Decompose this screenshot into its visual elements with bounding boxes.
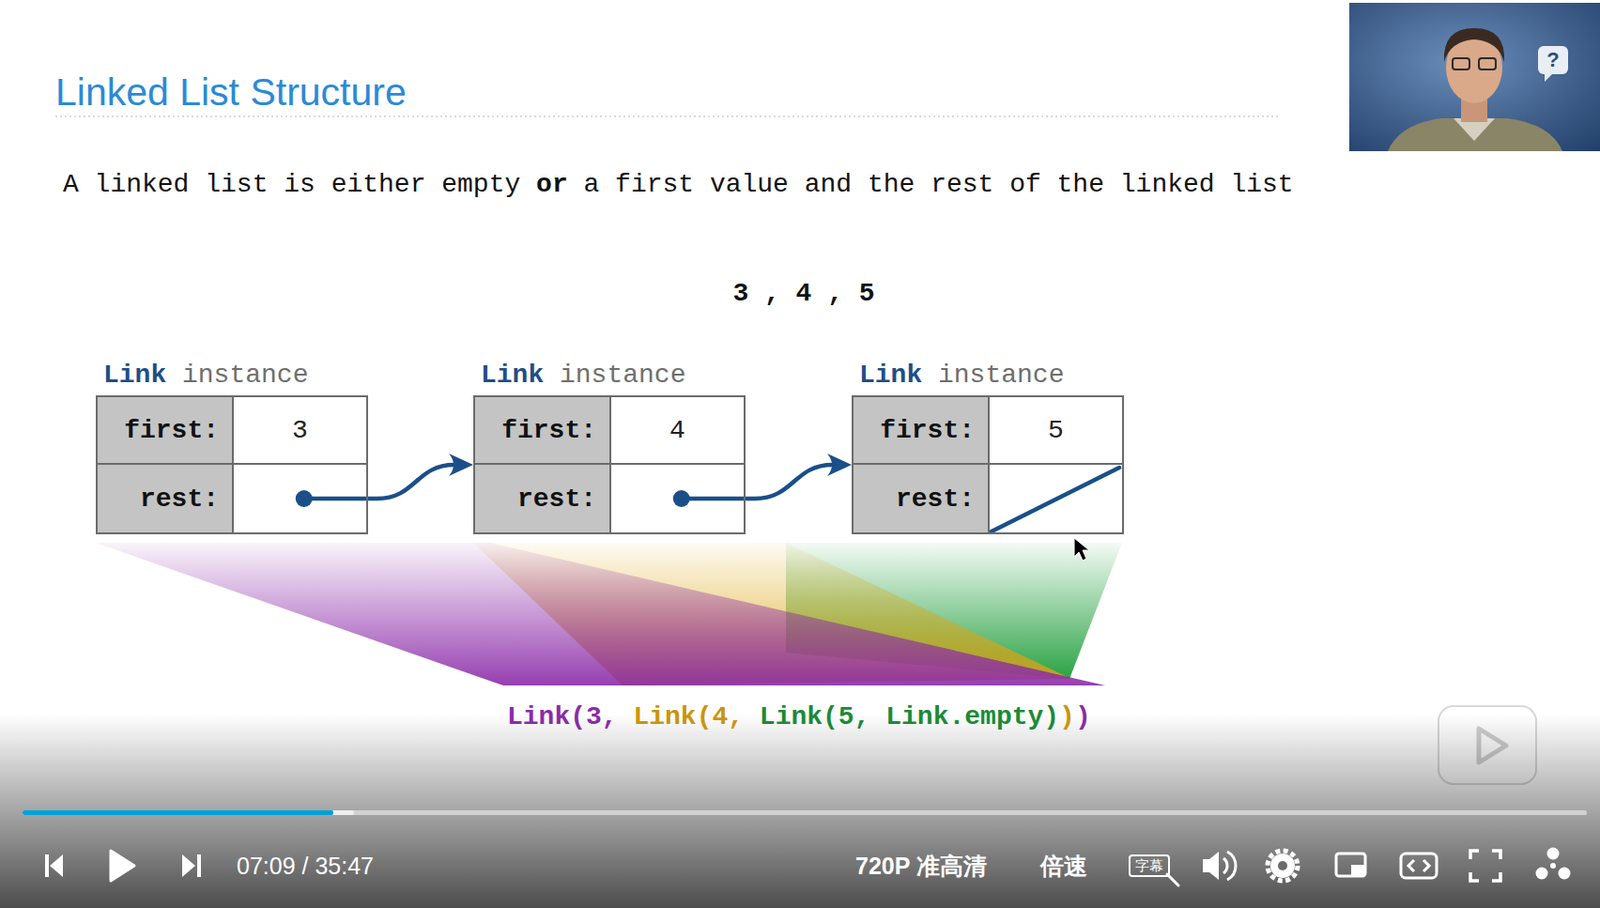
widescreen-icon: [1423, 860, 1430, 872]
prev-icon: [49, 854, 63, 877]
mouse-cursor: [1074, 538, 1090, 561]
prev-icon: [45, 854, 49, 877]
badge-antenna: [1507, 692, 1520, 707]
code-expression: Link(3,: [507, 702, 618, 732]
link-instance: Link instance first:3rest:: [95, 359, 369, 535]
fullscreen-icon: [1470, 850, 1501, 881]
volume-icon: [1202, 851, 1219, 880]
playback-time: 07:09 / 35:47: [236, 851, 374, 880]
progress-track: [22, 810, 1587, 816]
instance-word: instance: [182, 360, 308, 390]
instance-heading: Link instance: [473, 359, 746, 396]
definition-line: A linked list is either empty or a first v…: [62, 169, 1294, 201]
quality-setting: 720P 准高清: [855, 851, 987, 880]
field-name: first:: [475, 397, 612, 465]
help-mark: ?: [1546, 47, 1559, 73]
pointer-line: [304, 464, 455, 499]
code-expression: Link(5, Link.empty: [759, 702, 1044, 732]
arrow-head: [827, 453, 852, 477]
extra-icon: [1536, 867, 1549, 880]
pointer-dot: [673, 490, 691, 508]
instance-heading: Link instance: [851, 359, 1124, 396]
pointer-dot: [295, 490, 313, 508]
webcam-background: [1349, 2, 1600, 152]
definition-keyword: or: [536, 169, 569, 200]
field-name: rest:: [853, 464, 990, 533]
slide-title: Linked List Structure: [55, 69, 407, 116]
presenter-hair: [1444, 28, 1505, 62]
field-name: first:: [853, 397, 990, 465]
code-line: Link(3, Link(4, Link(5, Link.empty))): [507, 701, 1092, 734]
link-box: first:3rest:: [95, 395, 369, 535]
rest-cell: [611, 464, 744, 533]
settings-icon: [1270, 853, 1295, 878]
code-paren: ): [1075, 702, 1092, 732]
play-icon: [110, 850, 135, 881]
definition-text: A linked list is either empty: [62, 169, 521, 200]
field-value: 4: [611, 397, 744, 465]
code-paren: ): [1043, 702, 1060, 732]
class-name: Link: [859, 360, 923, 390]
field-value: 3: [233, 397, 367, 465]
badge-antenna: [1455, 692, 1467, 707]
rest-cell: [233, 464, 367, 533]
settings-icon: [1267, 850, 1298, 881]
volume-wave: [1227, 851, 1236, 880]
progress-played: [22, 810, 334, 816]
player-shade: [0, 713, 1600, 908]
volume-wave: [1223, 858, 1228, 874]
pip-icon: [1336, 853, 1366, 877]
field-name: first:: [97, 397, 234, 465]
speed-setting: 倍速: [1040, 851, 1088, 880]
code-expression: Link(4,: [632, 702, 744, 732]
extra-icon: [1558, 867, 1571, 880]
instance-heading: Link instance: [95, 359, 369, 396]
link-box: first:5rest:: [851, 395, 1124, 535]
next-icon: [197, 854, 201, 877]
class-name: Link: [480, 360, 544, 390]
presenter-glasses: [1478, 58, 1496, 70]
presenter-shirt: [1387, 118, 1563, 152]
instance-word: instance: [559, 360, 686, 390]
rest-cell: [989, 464, 1123, 533]
settings-icon: [1277, 861, 1288, 871]
subtitle-toggle: 字幕: [1128, 854, 1170, 877]
pip-icon: [1351, 864, 1366, 877]
widescreen-icon: [1400, 853, 1437, 878]
presenter-glasses: [1452, 58, 1470, 70]
field-name: rest:: [97, 464, 234, 533]
purple-wedge: [95, 542, 1106, 686]
code-paren: ): [1059, 702, 1076, 732]
instance-word: instance: [938, 360, 1064, 390]
empty-rest-slash: [991, 467, 1120, 532]
extra-icon: [1550, 862, 1556, 869]
class-name: Link: [103, 360, 167, 390]
sequence-values: 3 , 4 , 5: [732, 277, 875, 310]
link-instance: Link instance first:5rest:: [851, 359, 1124, 535]
field-value: 5: [989, 397, 1123, 465]
field-name: rest:: [475, 464, 612, 533]
widescreen-icon: [1408, 860, 1415, 872]
title-rule: [55, 115, 1281, 118]
extra-icon: [1547, 847, 1560, 861]
link-box: first:4rest:: [473, 395, 746, 535]
help-bubble-tail: [1544, 73, 1554, 82]
progress-buffer: [22, 810, 354, 816]
definition-text: a first value and the rest of the linked…: [583, 169, 1293, 200]
link-instance: Link instance first:4rest:: [473, 359, 746, 535]
arrow-head: [448, 453, 474, 477]
next-icon: [182, 854, 196, 877]
help-bubble: [1538, 46, 1569, 75]
pointer-line: [681, 464, 833, 499]
